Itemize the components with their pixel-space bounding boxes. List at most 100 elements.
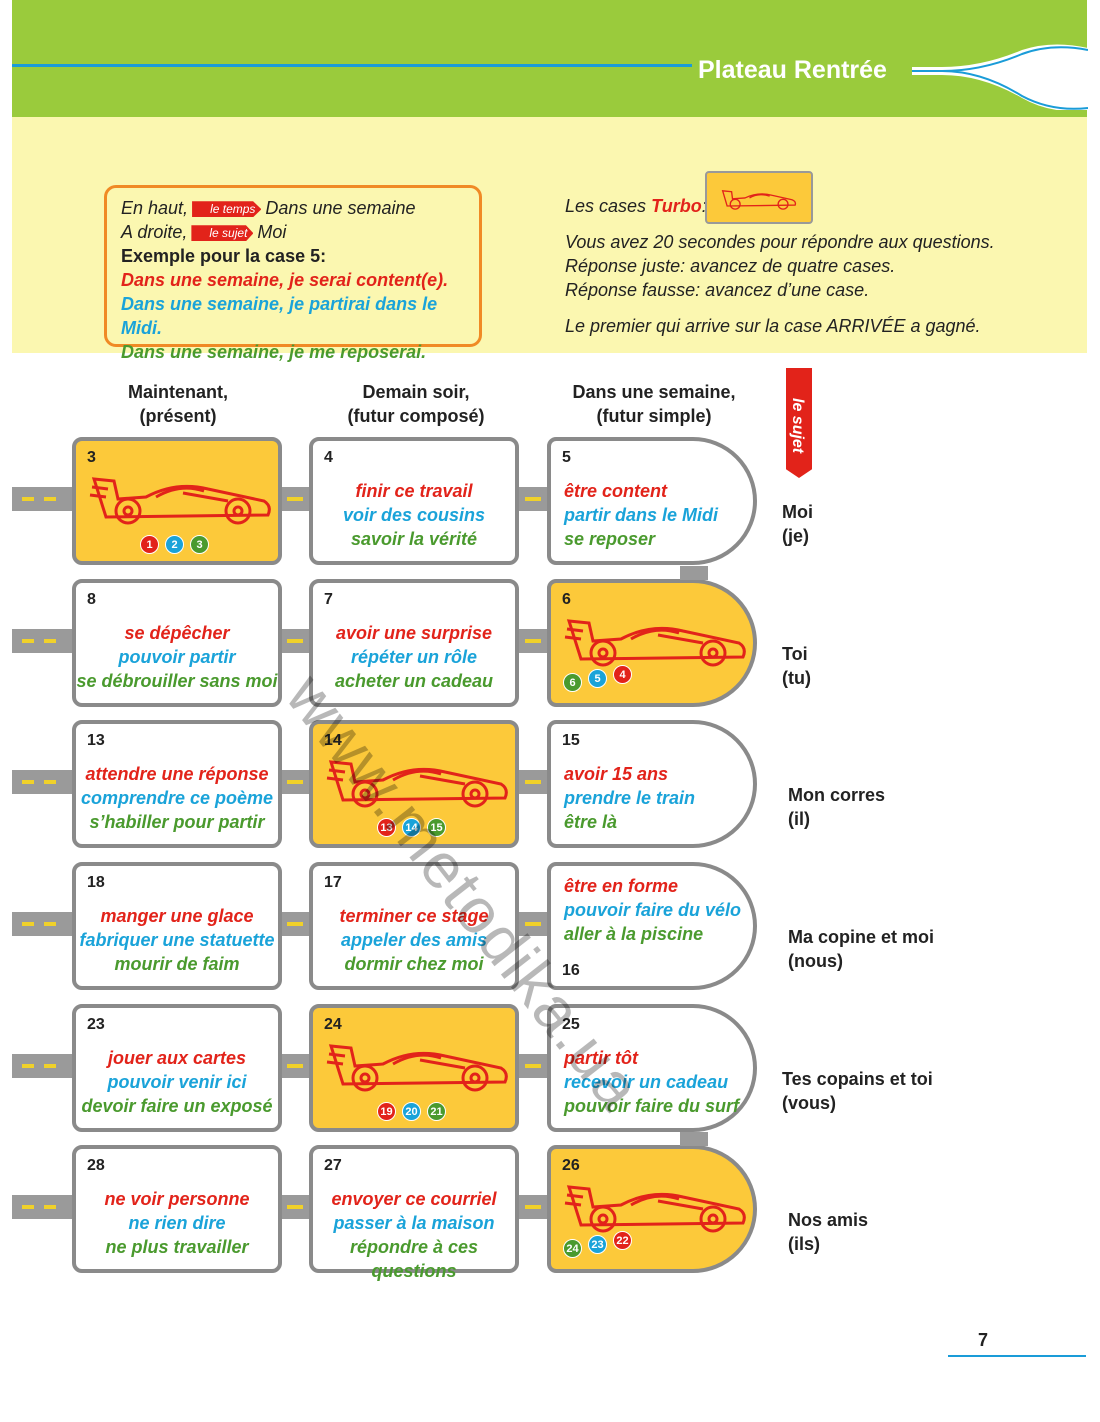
question-dot: 15 [427,818,446,837]
subject-name: Toi [782,644,808,664]
road-marking [44,1064,56,1068]
road-segment [12,1054,74,1078]
phrase-blue: comprendre ce poème [80,788,274,808]
square-number: 3 [87,449,96,466]
turbo-colon: : [702,196,707,216]
phrase-blue: passer à la maison [333,1213,495,1233]
square-number: 6 [562,591,571,608]
square-phrases: manger une glace fabriquer une statuette… [76,904,278,976]
square-phrases: avoir 15 ans prendre le train être là [551,762,753,834]
column-header-label: Dans une semaine, [572,382,736,402]
road-marking [22,780,34,784]
turbo-rule-3: Réponse fausse: avancez d’une case. [565,280,870,300]
question-dot: 6 [563,673,582,692]
road-marking [22,639,34,643]
board-square-7: 7 avoir une surprise répéter un rôle ach… [309,579,519,707]
square-number: 28 [87,1157,105,1174]
phrase-red: partir tôt [564,1048,638,1068]
phrase-blue: appeler des amis [340,930,488,950]
board-square-15: 15 avoir 15 ans prendre le train être là [547,720,757,848]
subject-label: Mon corres(il) [788,783,885,831]
tag-time: le temps [192,201,262,218]
road-marking [287,639,303,643]
road-segment [281,629,311,653]
phrase-blue: répéter un rôle [350,647,478,667]
phrase-green: s’habiller pour partir [89,812,265,832]
phrase-green: se débrouiller sans moi [76,671,278,691]
board-square-23: 23 jouer aux cartes pouvoir venir ici de… [72,1004,282,1132]
road-marking [287,1205,303,1209]
race-car-icon [89,477,271,525]
phrase-red: se dépêcher [124,623,230,643]
question-dot: 23 [588,1235,607,1254]
header-rule [12,64,692,67]
square-number: 16 [562,962,580,979]
phrase-green: se reposer [564,529,656,549]
road-segment [519,487,549,511]
road-marking [287,922,303,926]
road-segment [12,912,74,936]
subject-flag: le sujet [786,368,812,478]
phrase-green: être là [564,812,618,832]
board-square-4: 4 finir ce travail voir des cousins savo… [309,437,519,565]
road-segment [519,912,549,936]
race-car-icon [326,760,508,808]
example-blue: Dans une semaine, je partirai dans le Mi… [121,294,438,338]
header-flag-shape [912,44,1088,110]
square-phrases: terminer ce stage appeler des amis dormi… [313,904,515,976]
race-car-icon [564,619,746,667]
phrase-red: être content [564,481,668,501]
tag-subject: le sujet [191,225,254,242]
board-square-17: 17 terminer ce stage appeler des amis do… [309,862,519,990]
road-marking [525,780,541,784]
square-phrases: se dépêcher pouvoir partir se débrouille… [76,621,278,693]
phrase-green: pouvoir faire du surf [564,1096,740,1116]
square-phrases: ne voir personne ne rien dire ne plus tr… [76,1187,278,1259]
square-phrases: être content partir dans le Midi se repo… [551,479,753,551]
road-segment [519,770,549,794]
race-car-icon [721,190,797,210]
example-red: Dans une semaine, je serai content(e). [121,270,449,290]
phrase-red: ne voir personne [104,1189,250,1209]
phrase-green: dormir chez moi [344,954,484,974]
square-number: 5 [562,449,571,466]
phrase-red: terminer ce stage [339,906,489,926]
board-square-25: 25 partir tôt recevoir un cadeau pouvoir… [547,1004,757,1132]
square-phrases: jouer aux cartes pouvoir venir ici devoi… [76,1046,278,1118]
question-dot: 13 [377,818,396,837]
subject-name: Mon corres [788,785,886,805]
square-number: 14 [324,732,342,749]
phrase-green: mourir de faim [114,954,240,974]
column-header-tense: (futur composé) [347,406,485,426]
road-segment [281,912,311,936]
road-marking [44,922,56,926]
road-marking [44,780,56,784]
phrase-green: aller à la piscine [564,924,704,944]
turbo-word: Turbo [651,196,702,216]
turbo-example-box [705,171,813,224]
question-dot: 3 [190,535,209,554]
square-number: 23 [87,1016,105,1033]
race-car-icon [564,1185,746,1233]
column-header-present: Maintenant,(présent) [68,380,288,428]
question-dot: 4 [613,665,632,684]
subject-pronoun: (je) [782,526,809,546]
square-phrases: attendre une réponse comprendre ce poème… [76,762,278,834]
road-marking [525,1205,541,1209]
page-title: Plateau Rentrée [698,56,887,84]
subject-name: Nos amis [788,1210,869,1230]
phrase-blue: partir dans le Midi [564,505,719,525]
road-marking [44,497,56,501]
phrase-red: manger une glace [100,906,254,926]
road-marking [525,922,541,926]
phrase-red: finir ce travail [355,481,473,501]
subject-name: Tes copains et toi [782,1069,933,1089]
column-header-tense: (futur simple) [596,406,712,426]
